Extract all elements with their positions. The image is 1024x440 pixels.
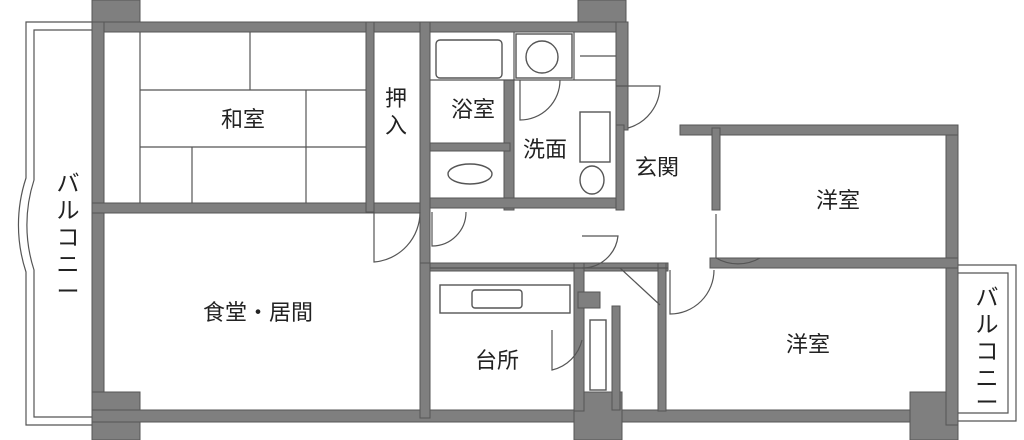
partitions [139,32,668,306]
bathtub [435,39,503,79]
balcony-east-label: バ ル コ ニ ー [976,284,999,415]
balcony-west-label: バ ル コ ニ ー [57,170,80,304]
balcony-east-char: バ [976,284,999,310]
toilet [447,163,493,185]
room-oshiire-label-bottom: 入 [385,113,407,138]
room-yoshitsu-north-label: 洋室 [816,188,860,213]
room-yokushitsu-label: 浴室 [451,97,495,122]
sink [579,165,605,195]
balcony-west-char: ー [57,278,80,304]
balcony-east-char: コ [976,338,999,364]
room-oshiire-label-top: 押 [385,86,407,111]
balcony-east [958,264,1017,422]
vanity [579,111,611,163]
fixtures [435,33,611,391]
room-labels: 和室 押 入 浴室 洗面 玄関 洋室 洋室 食堂・居間 台所 [203,86,860,373]
room-shokudo-ima-label: 食堂・居間 [203,300,313,325]
balcony-west-char: ル [57,197,80,223]
balcony-east-char: ー [976,389,999,415]
room-genkan-label: 玄関 [635,155,679,180]
room-yoshitsu-south-label: 洋室 [786,332,830,357]
doors [373,79,761,371]
balcony-east-char: ニ [976,365,999,391]
balcony-east-char: ル [976,311,999,337]
stove [471,289,523,309]
room-daidokoro-label: 台所 [475,348,519,373]
balcony-west-char: コ [57,224,80,250]
balcony-west-char: ニ [57,251,80,277]
closet-shelf [589,319,607,391]
balcony-west [17,21,92,426]
room-washitsu-label: 和室 [221,107,265,132]
balcony-west-char: バ [57,170,80,196]
walls [91,0,959,440]
room-senmen-label: 洗面 [523,137,567,162]
washing-machine-drum [525,40,559,74]
